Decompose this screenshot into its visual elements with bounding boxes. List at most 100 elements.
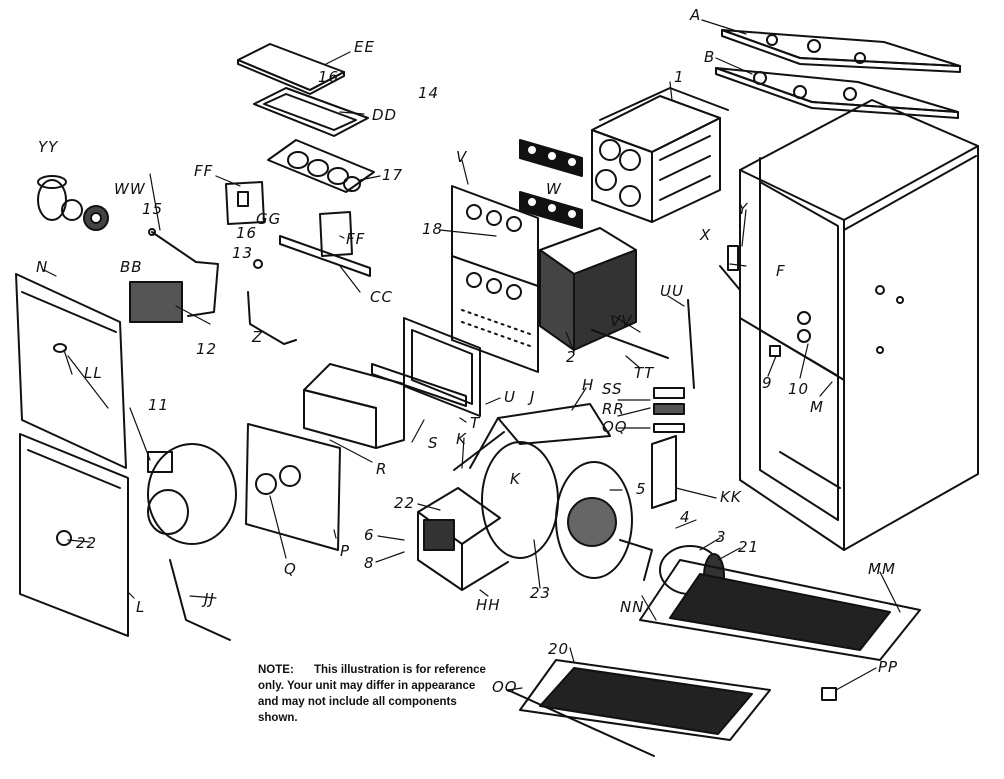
label-t: T	[470, 414, 481, 432]
leader-lines	[43, 19, 901, 691]
label-x: X	[699, 226, 711, 244]
label-gg: GG	[256, 210, 281, 228]
label-dd: DD	[372, 106, 397, 124]
label-m: M	[810, 398, 824, 416]
label-z: Z	[251, 328, 263, 346]
label-2: 2	[566, 348, 577, 366]
label-p: P	[340, 542, 350, 560]
door-lower-l	[19, 433, 129, 637]
label-9: 9	[762, 374, 773, 392]
label-14: 14	[418, 84, 439, 102]
label-yy: YY	[38, 138, 59, 156]
label-6: 6	[364, 526, 375, 544]
label-1: 1	[674, 68, 685, 86]
label-u: U	[504, 388, 516, 406]
panel-ee	[237, 43, 345, 95]
label-q: Q	[284, 560, 297, 578]
part-13	[253, 259, 263, 269]
furnace-cabinet	[719, 99, 979, 551]
label-r: R	[376, 460, 387, 478]
label-21: 21	[738, 538, 759, 556]
inducer-parts-yy	[37, 175, 83, 221]
label-10: 10	[788, 380, 809, 398]
gas-valve	[129, 228, 219, 323]
part-pp	[821, 687, 837, 701]
gasket-w	[519, 139, 583, 229]
label-ww: WW	[114, 180, 146, 198]
wire-z	[247, 291, 297, 345]
label-ff-1: FF	[194, 162, 213, 180]
label-b: B	[704, 48, 715, 66]
filter-r	[303, 363, 405, 449]
label-j: J	[527, 388, 535, 406]
plate-p	[245, 423, 341, 551]
label-16a: 16	[318, 68, 339, 86]
note-text: This illustration is for reference only.…	[258, 664, 486, 724]
label-s: S	[428, 434, 439, 452]
label-17: 17	[382, 166, 403, 184]
control-box	[417, 487, 509, 591]
label-tt: TT	[634, 364, 655, 382]
label-22b: 22	[76, 534, 97, 552]
label-4: 4	[680, 508, 691, 526]
label-n: N	[36, 258, 48, 276]
label-w: W	[546, 180, 562, 198]
label-3: 3	[716, 528, 727, 546]
burner-assembly	[267, 139, 375, 193]
label-h: H	[582, 376, 594, 394]
label-12: 12	[196, 340, 217, 358]
label-jj: JJ	[201, 590, 215, 608]
secondary-exchanger	[539, 227, 637, 351]
label-f: F	[776, 262, 786, 280]
label-y: Y	[738, 200, 749, 218]
top-panel-b	[715, 67, 959, 119]
label-23: 23	[530, 584, 551, 602]
label-18: 18	[422, 220, 443, 238]
label-bb: BB	[120, 258, 143, 276]
filter-rack	[519, 559, 921, 741]
inducer-blower	[147, 443, 237, 641]
label-v: V	[456, 148, 468, 166]
label-8: 8	[364, 554, 375, 572]
label-nn: NN	[620, 598, 644, 616]
label-5: 5	[636, 480, 647, 498]
strip-t	[371, 363, 467, 407]
heat-exchanger	[591, 87, 729, 223]
label-ll: LL	[84, 364, 103, 382]
label-ff-2: FF	[346, 230, 365, 248]
label-vv: VV	[610, 312, 633, 330]
rail-oo	[507, 689, 655, 757]
label-22: 22	[394, 494, 415, 512]
label-k-1: K	[456, 430, 467, 448]
label-mm: MM	[868, 560, 896, 578]
label-16b: 16	[236, 224, 257, 242]
label-rr: RR	[602, 400, 625, 418]
part-ww	[83, 205, 109, 231]
label-ee: EE	[354, 38, 375, 56]
label-20: 20	[548, 640, 569, 658]
label-15: 15	[142, 200, 163, 218]
label-qq: QQ	[602, 418, 628, 436]
top-panel-a	[721, 29, 961, 73]
label-kk: KK	[720, 488, 742, 506]
label-uu: UU	[660, 282, 684, 300]
bracket-ff	[225, 181, 371, 277]
label-cc: CC	[370, 288, 393, 306]
frame-u	[403, 317, 481, 417]
label-13: 13	[232, 244, 253, 262]
reference-note: NOTE:This illustration is for reference …	[258, 662, 488, 726]
frame-dd	[253, 87, 369, 137]
label-k-2: K	[510, 470, 521, 488]
label-a: A	[689, 6, 701, 24]
bracket-kk	[651, 387, 685, 509]
label-11: 11	[148, 396, 169, 414]
door-upper-n	[15, 273, 127, 469]
label-hh: HH	[476, 596, 501, 614]
label-ss: SS	[602, 380, 623, 398]
rod-tt	[591, 329, 669, 359]
label-pp: PP	[878, 658, 898, 676]
label-l: L	[136, 598, 145, 616]
rod-uu	[687, 299, 695, 389]
front-panel-v	[451, 185, 539, 373]
